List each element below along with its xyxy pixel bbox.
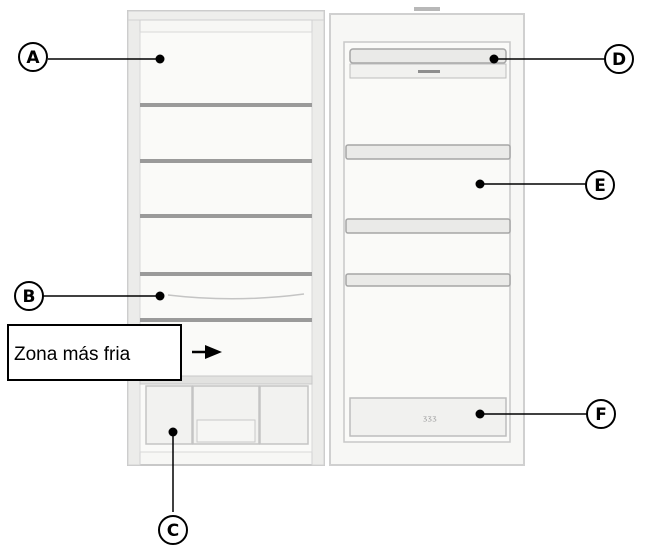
callout-c: C <box>158 515 188 545</box>
leader-dot-a <box>155 54 165 64</box>
coldest-zone-text: Zona más fria <box>14 344 131 365</box>
callout-b: B <box>14 281 44 311</box>
leader-dot-f <box>475 409 485 419</box>
door-rack-2 <box>345 144 511 160</box>
cabinet-left-wall <box>127 19 141 466</box>
leader-lines <box>43 54 605 512</box>
callout-a-label: A <box>26 48 40 68</box>
callout-c-label: C <box>167 521 179 541</box>
callout-e-label: E <box>594 176 606 196</box>
door-rack-4 <box>345 273 511 287</box>
callout-d-circle <box>604 44 634 74</box>
door-rack-marking: ᶾᶾᶾ <box>423 413 437 427</box>
crisper-drawer-center-handle <box>196 419 256 443</box>
callout-f-circle <box>586 399 616 429</box>
coldest-zone-arrow-head <box>205 345 222 359</box>
callout-f-label: F <box>595 405 607 425</box>
shelf-3 <box>140 214 312 218</box>
leader-dot-d <box>489 54 499 64</box>
door-rack-top <box>349 48 507 64</box>
callout-d-label: D <box>612 50 626 70</box>
callout-a: A <box>18 42 48 72</box>
callout-b-circle <box>14 281 44 311</box>
callout-e-circle <box>585 170 615 200</box>
leader-dot-c <box>168 427 178 437</box>
shelf-4 <box>140 272 312 276</box>
coldest-zone-label: Zona más fria <box>7 324 222 381</box>
shelf-5 <box>140 318 312 322</box>
fridge-door: ᶾᶾᶾ <box>329 7 525 466</box>
callout-e: E <box>585 170 615 200</box>
leader-dot-b <box>155 291 165 301</box>
door-rack-top-tab <box>418 70 440 73</box>
coldest-zone-box <box>7 324 182 381</box>
callout-f: F <box>586 399 616 429</box>
crisper-drawer-right <box>259 385 309 445</box>
crisper-drawer-left <box>145 385 193 445</box>
cabinet-right-wall <box>311 19 325 466</box>
callout-b-label: B <box>23 287 36 307</box>
door-inner <box>343 41 511 443</box>
leader-dot-e <box>475 179 485 189</box>
shelf-1 <box>140 103 312 107</box>
shelf-2 <box>140 159 312 163</box>
cabinet-top-strip <box>127 10 325 21</box>
shelf-curve <box>167 293 305 300</box>
door-rack-3 <box>345 218 511 234</box>
fridge-cabinet <box>127 10 325 466</box>
door-hinge-top <box>414 7 440 11</box>
callout-a-circle <box>18 42 48 72</box>
callout-c-circle <box>158 515 188 545</box>
callout-d: D <box>604 44 634 74</box>
